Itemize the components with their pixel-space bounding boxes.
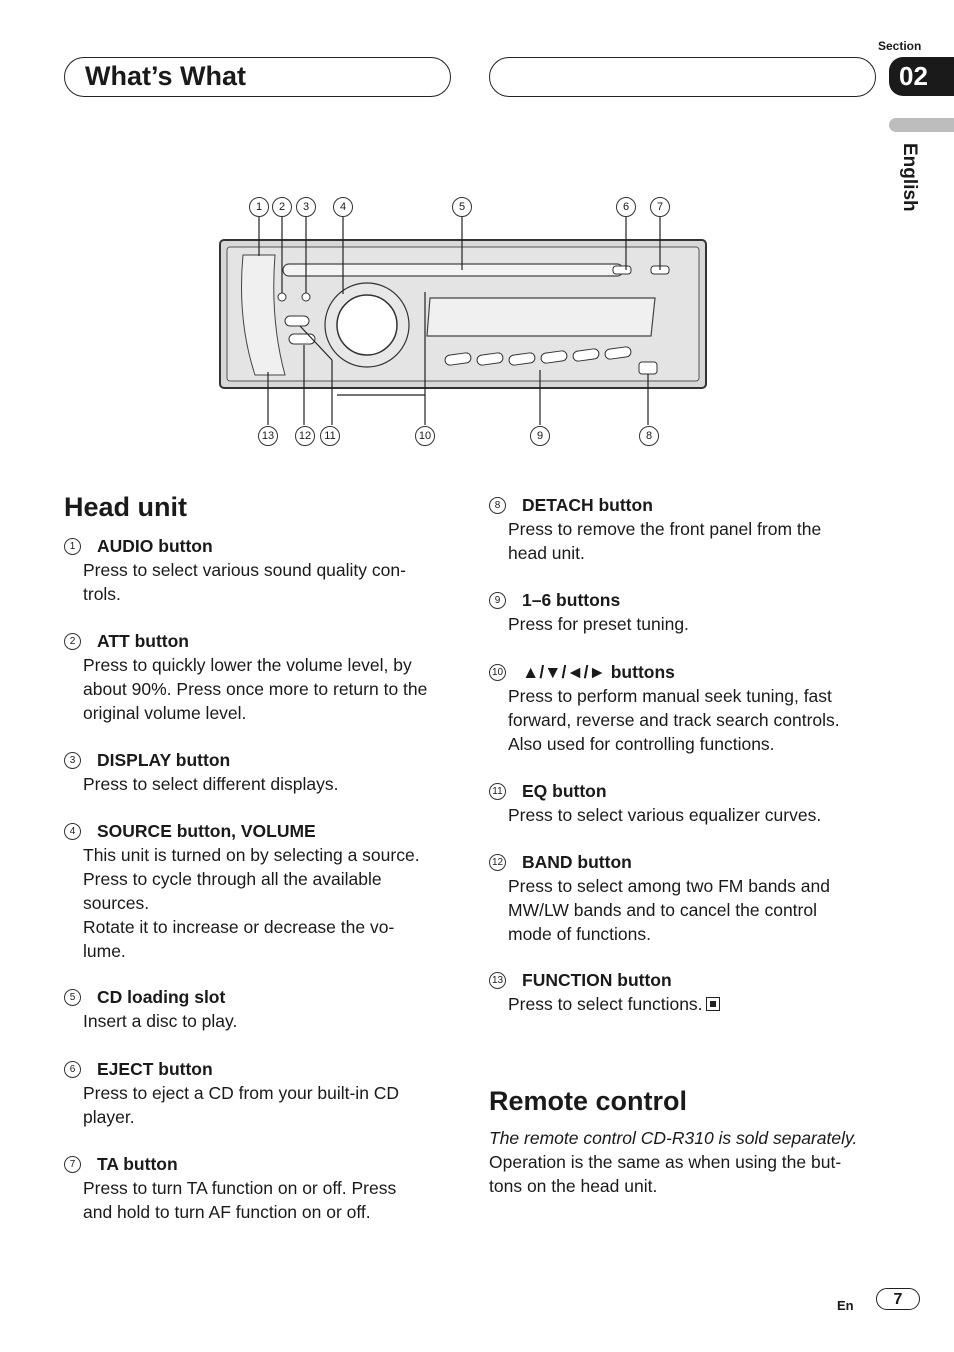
callout-10: 10 [415,426,435,446]
page-number: 7 [876,1288,920,1310]
callout-9: 9 [530,426,550,446]
title-pill: What’s What [64,57,451,97]
section-label: Section [878,39,922,53]
footer-lang: En [837,1298,854,1313]
callout-12: 12 [295,426,315,446]
callout-4: 4 [333,197,353,217]
page-title: What’s What [85,61,246,91]
item-arrows: 10▲/▼/◄/► buttons Press to perform manua… [489,660,869,756]
remote-text: The remote control CD-R310 is sold separ… [489,1126,889,1198]
callout-5: 5 [452,197,472,217]
callout-2: 2 [272,197,292,217]
section-number: 02 [889,57,954,96]
head-unit-diagram [219,216,707,425]
language-label: English [899,143,920,212]
callout-3: 3 [296,197,316,217]
language-tab [889,118,954,132]
head-unit-heading: Head unit [64,492,188,522]
callout-1: 1 [249,197,269,217]
callout-6: 6 [616,197,636,217]
end-mark-icon [705,997,720,1011]
callout-8: 8 [639,426,659,446]
empty-pill [489,57,876,97]
remote-note: The remote control CD-R310 is sold separ… [489,1128,858,1148]
remote-heading: Remote control [489,1086,688,1116]
callout-7: 7 [650,197,670,217]
callout-11: 11 [320,426,340,446]
callout-13: 13 [258,426,278,446]
